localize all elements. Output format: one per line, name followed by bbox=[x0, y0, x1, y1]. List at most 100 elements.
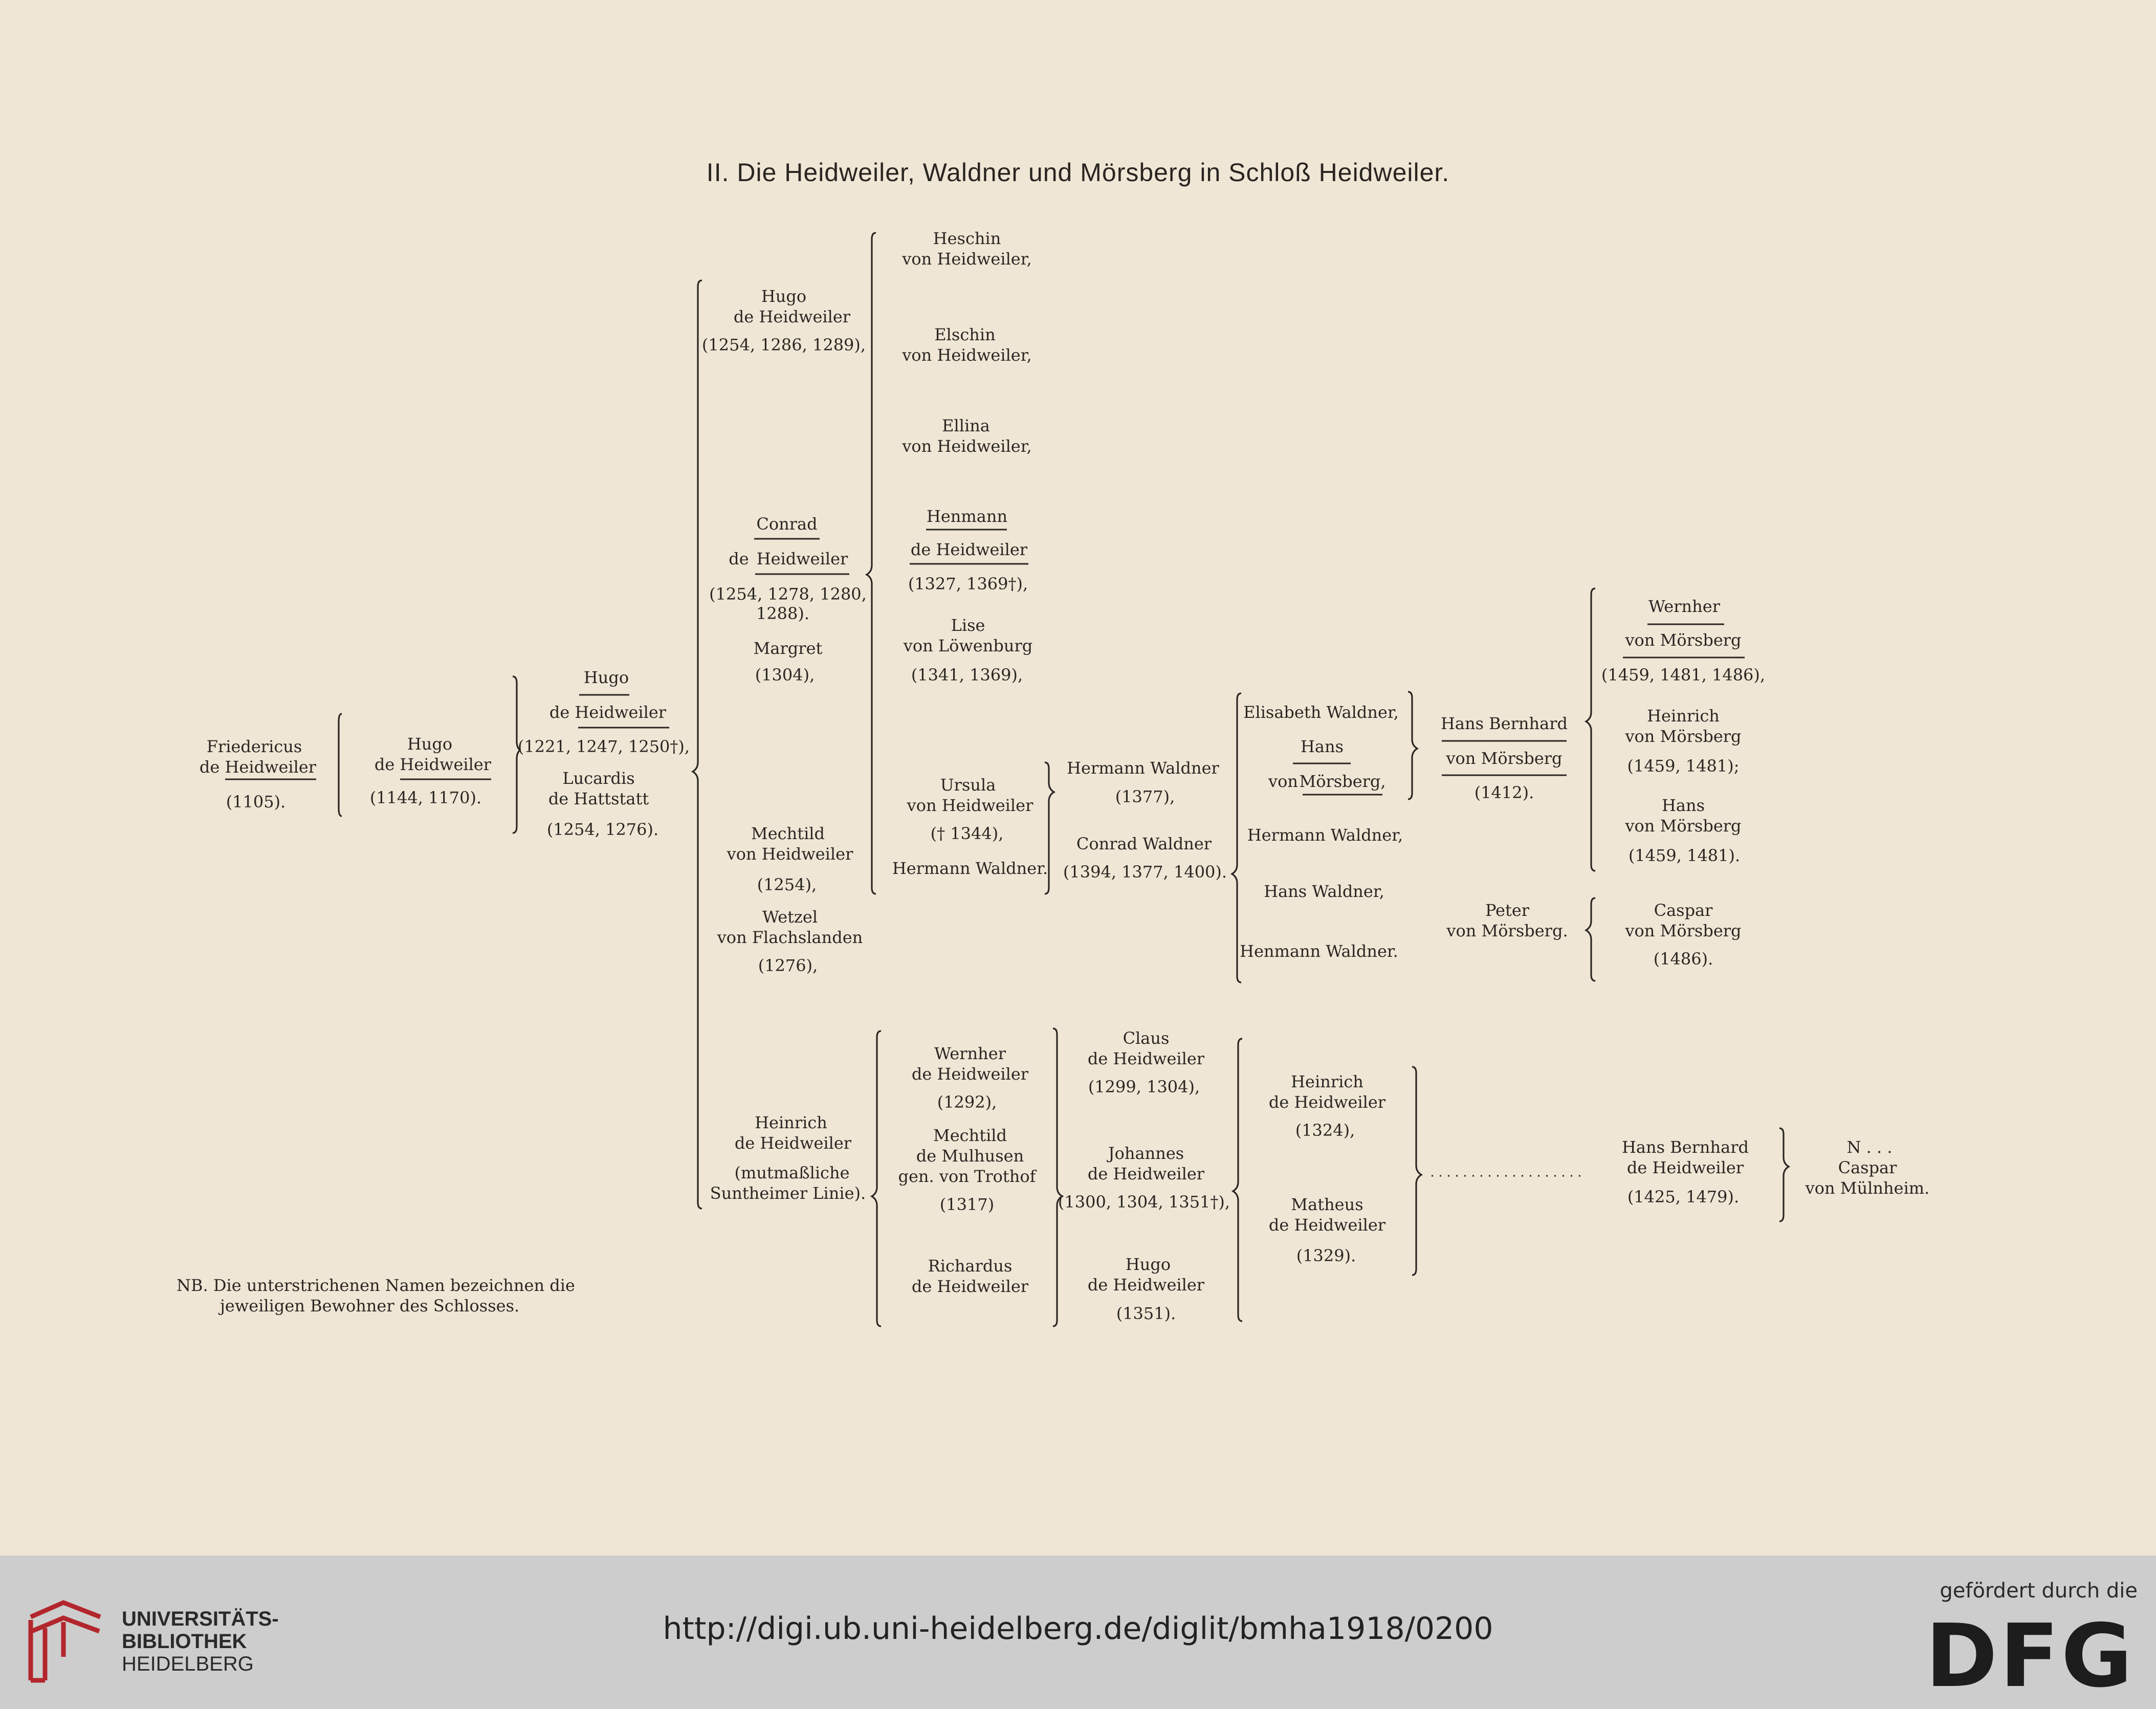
person-hugo-1144: Hugo de Heidweiler (1144, 1170). bbox=[370, 734, 492, 807]
svg-text:de Heidweiler: de Heidweiler bbox=[1088, 1049, 1205, 1068]
dfg-logo: DFG bbox=[1925, 1606, 2135, 1707]
svg-text:de Heidweiler: de Heidweiler bbox=[200, 757, 317, 777]
person-conrad-waldner: Conrad Waldner (1394, 1377, 1400). bbox=[1063, 834, 1227, 882]
person-friedericus: Friedericus de Heidweiler (1105). bbox=[200, 737, 317, 812]
svg-text:(1299, 1304),: (1299, 1304), bbox=[1088, 1077, 1200, 1097]
person-n-unknown: N . . . bbox=[1846, 1137, 1892, 1157]
svg-text:Elisabeth Waldner,: Elisabeth Waldner, bbox=[1243, 703, 1399, 722]
svg-text:Hans: Hans bbox=[1662, 796, 1705, 815]
person-heinrich-1324: Heinrich de Heidweiler (1324), bbox=[1269, 1072, 1386, 1140]
person-matheus: Matheus de Heidweiler (1329). bbox=[1269, 1195, 1386, 1265]
svg-text:(1486).: (1486). bbox=[1654, 949, 1713, 969]
svg-text:(1105).: (1105). bbox=[226, 792, 286, 812]
svg-text:Hermann Waldner,: Hermann Waldner, bbox=[1247, 825, 1403, 845]
svg-text:Peter: Peter bbox=[1485, 901, 1530, 920]
svg-text:Mechtild: Mechtild bbox=[751, 824, 825, 843]
svg-text:Margret: Margret bbox=[754, 639, 823, 658]
svg-text:de Heidweiler: de Heidweiler bbox=[549, 703, 667, 722]
person-wetzel: Wetzel von Flachslanden (1276), bbox=[717, 907, 863, 975]
person-hugo-1254: Hugo de Heidweiler (1254, 1286, 1289), bbox=[702, 287, 866, 355]
svg-text:N . . .: N . . . bbox=[1846, 1137, 1892, 1157]
svg-text:Heinrich: Heinrich bbox=[1291, 1072, 1363, 1091]
svg-text:de Hattstatt: de Hattstatt bbox=[548, 789, 649, 808]
person-lucardis: Lucardis de Hattstatt (1254, 1276). bbox=[547, 769, 658, 839]
person-hans-moersberg-1459: Hans von Mörsberg (1459, 1481). bbox=[1624, 796, 1741, 865]
svg-text:de: de bbox=[729, 549, 749, 568]
svg-text:Johannes: Johannes bbox=[1107, 1144, 1184, 1163]
svg-text:von Heidweiler,: von Heidweiler, bbox=[901, 436, 1031, 456]
person-ellina: Ellina von Heidweiler, bbox=[901, 416, 1031, 456]
svg-text:Caspar: Caspar bbox=[1654, 901, 1713, 920]
footnote-line-2: jeweiligen Bewohner des Schlosses. bbox=[220, 1296, 520, 1316]
svg-text:de Heidweiler: de Heidweiler bbox=[912, 1277, 1029, 1296]
person-mechtild: Mechtild von Heidweiler (1254), bbox=[727, 824, 853, 894]
svg-text:(1304),: (1304), bbox=[755, 665, 815, 685]
svg-text:Elschin: Elschin bbox=[934, 325, 995, 344]
svg-text:(1221, 1247, 1250†),: (1221, 1247, 1250†), bbox=[518, 737, 690, 756]
svg-text:Ellina: Ellina bbox=[942, 416, 990, 435]
svg-text:von Heidweiler: von Heidweiler bbox=[727, 844, 853, 864]
svg-text:Hans Waldner,: Hans Waldner, bbox=[1264, 882, 1384, 901]
svg-text:(1300, 1304, 1351†),: (1300, 1304, 1351†), bbox=[1058, 1192, 1230, 1212]
footer-bar: UNIVERSITÄTS- BIBLIOTHEK HEIDELBERG http… bbox=[0, 1555, 2156, 1709]
svg-text:Heinrich: Heinrich bbox=[755, 1113, 827, 1132]
svg-text:Suntheimer Linie).: Suntheimer Linie). bbox=[710, 1184, 866, 1203]
svg-text:(1254, 1278, 1280,: (1254, 1278, 1280, bbox=[709, 584, 867, 604]
svg-text:(1144, 1170).: (1144, 1170). bbox=[370, 788, 481, 807]
svg-text:gen. von Trothof: gen. von Trothof bbox=[898, 1167, 1037, 1186]
svg-text:von Mörsberg: von Mörsberg bbox=[1624, 816, 1741, 836]
svg-text:Hugo: Hugo bbox=[761, 287, 806, 306]
svg-text:Hermann Waldner: Hermann Waldner bbox=[1067, 758, 1219, 778]
person-lise: Lise von Löwenburg (1341, 1369), bbox=[903, 616, 1032, 685]
svg-text:de Mulhusen: de Mulhusen bbox=[916, 1146, 1024, 1166]
svg-text:von Mörsberg: von Mörsberg bbox=[1445, 749, 1562, 768]
scanned-page: II. Die Heidweiler, Waldner und Mörsberg… bbox=[177, 158, 1930, 1327]
library-name: UNIVERSITÄTS- BIBLIOTHEK HEIDELBERG bbox=[122, 1608, 279, 1675]
svg-text:(1459, 1481, 1486),: (1459, 1481, 1486), bbox=[1601, 665, 1765, 685]
person-peter: Peter von Mörsberg. bbox=[1446, 901, 1568, 940]
person-hans-moersberg: Hans von Mörsberg, bbox=[1268, 737, 1386, 791]
svg-text:von Mörsberg: von Mörsberg bbox=[1624, 727, 1741, 746]
svg-text:de Heidweiler: de Heidweiler bbox=[911, 540, 1028, 559]
svg-text:Mörsberg,: Mörsberg, bbox=[1299, 772, 1385, 791]
person-elisabeth-waldner: Elisabeth Waldner, bbox=[1243, 703, 1399, 722]
person-hermann-waldner-c: Hermann Waldner, bbox=[1247, 825, 1403, 845]
funded-by-label: gefördert durch die bbox=[1940, 1579, 2138, 1603]
svg-text:Richardus: Richardus bbox=[928, 1256, 1013, 1276]
svg-text:(1254, 1276).: (1254, 1276). bbox=[547, 820, 658, 839]
svg-text:de Heidweiler: de Heidweiler bbox=[375, 755, 492, 774]
svg-text:Hugo: Hugo bbox=[1126, 1255, 1171, 1274]
footnote-line-1: NB. Die unterstrichenen Namen bezeichnen… bbox=[177, 1276, 575, 1295]
person-richardus: Richardus de Heidweiler bbox=[912, 1256, 1029, 1296]
svg-text:(1254, 1286, 1289),: (1254, 1286, 1289), bbox=[702, 335, 866, 355]
svg-text:(1459, 1481);: (1459, 1481); bbox=[1627, 756, 1740, 776]
svg-text:(1324),: (1324), bbox=[1295, 1121, 1355, 1140]
person-hans-waldner: Hans Waldner, bbox=[1264, 882, 1384, 901]
svg-text:(1327, 1369†),: (1327, 1369†), bbox=[908, 574, 1028, 594]
svg-text:(1377),: (1377), bbox=[1115, 787, 1175, 806]
svg-text:(1425, 1479).: (1425, 1479). bbox=[1627, 1187, 1739, 1207]
person-heinrich-suntheim: Heinrich de Heidweiler (mutmaßliche Sunt… bbox=[710, 1113, 866, 1203]
svg-text:Heschin: Heschin bbox=[933, 229, 1001, 248]
person-wernher-moersberg: Wernher von Mörsberg (1459, 1481, 1486), bbox=[1601, 597, 1765, 685]
person-caspar-moersberg: Caspar von Mörsberg (1486). bbox=[1624, 901, 1741, 969]
person-heinrich-moersberg: Heinrich von Mörsberg (1459, 1481); bbox=[1624, 706, 1741, 776]
svg-text:de Heidweiler: de Heidweiler bbox=[1269, 1092, 1386, 1112]
svg-text:de Heidweiler: de Heidweiler bbox=[912, 1064, 1029, 1084]
svg-text:(mutmaßliche: (mutmaßliche bbox=[734, 1163, 849, 1182]
permalink-url[interactable]: http://digi.ub.uni-heidelberg.de/diglit/… bbox=[663, 1611, 1493, 1647]
svg-text:(1351).: (1351). bbox=[1116, 1304, 1176, 1323]
person-johannes: Johannes de Heidweiler (1300, 1304, 1351… bbox=[1058, 1144, 1230, 1212]
person-henmann-waldner: Henmann Waldner. bbox=[1240, 941, 1398, 961]
genealogy-tree: Friedericus de Heidweiler (1105). Hugo d… bbox=[200, 229, 1929, 1327]
svg-text:von Heidweiler,: von Heidweiler, bbox=[901, 249, 1031, 269]
svg-text:1288).: 1288). bbox=[756, 604, 809, 623]
person-hugo-1351: Hugo de Heidweiler (1351). bbox=[1088, 1255, 1205, 1323]
svg-text:Conrad Waldner: Conrad Waldner bbox=[1076, 834, 1212, 853]
svg-text:Heidweiler: Heidweiler bbox=[757, 549, 848, 568]
brace-lines bbox=[338, 232, 1791, 1327]
svg-text:(1276),: (1276), bbox=[758, 956, 818, 975]
svg-text:Lise: Lise bbox=[951, 616, 985, 635]
person-hermann-waldner-1377: Hermann Waldner (1377), bbox=[1067, 758, 1219, 806]
svg-text:Hugo: Hugo bbox=[407, 734, 452, 754]
